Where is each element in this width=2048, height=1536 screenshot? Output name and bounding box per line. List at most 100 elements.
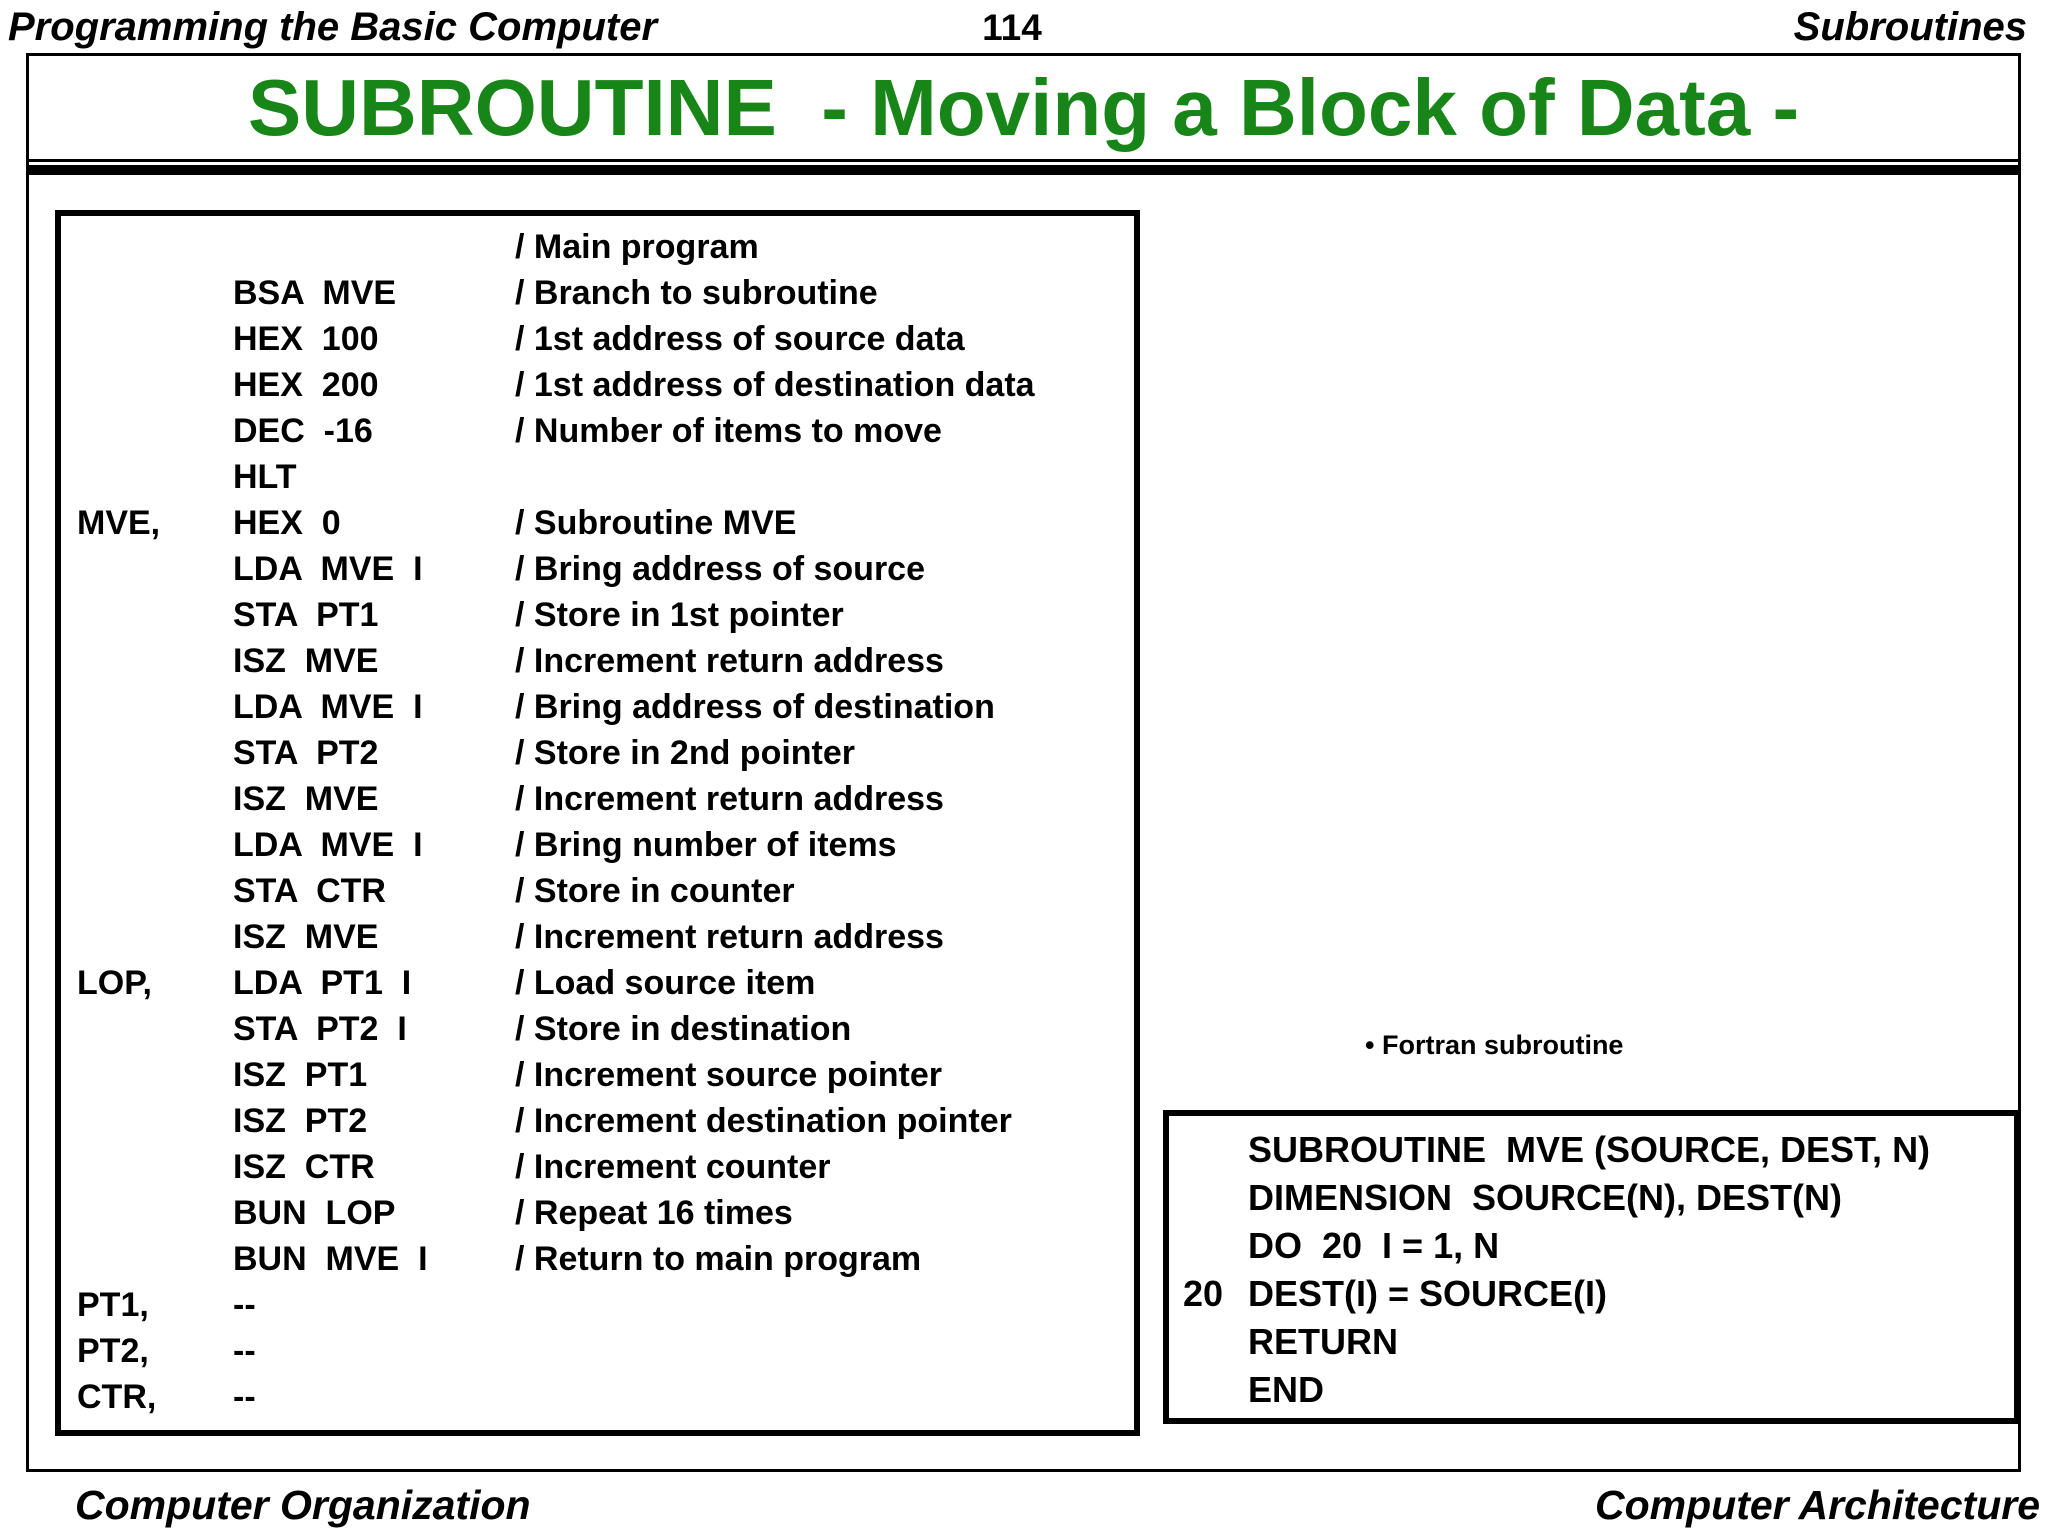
code-comment: [515, 454, 1134, 500]
code-label: [77, 1236, 233, 1282]
code-comment: [515, 1374, 1134, 1420]
code-row: BSA MVE / Branch to subroutine: [77, 270, 1134, 316]
code-comment: / Subroutine MVE: [515, 504, 797, 542]
code-label: [77, 1144, 233, 1190]
fortran-statement: DO 20 I = 1, N: [1248, 1225, 1500, 1266]
code-comment: / Bring address of destination: [515, 688, 995, 726]
fortran-row: 20 DEST(I) = SOURCE(I): [1183, 1270, 2014, 1318]
code-instruction: DEC -16: [233, 412, 373, 450]
code-row: DEC -16 / Number of items to move: [77, 408, 1134, 454]
code-comment: / Store in 1st pointer: [515, 596, 844, 634]
code-label: [77, 270, 233, 316]
header-right-label: Subroutines: [1793, 5, 2027, 49]
code-instruction: --: [233, 1332, 256, 1370]
code-comment: / 1st address of source data: [515, 320, 965, 358]
code-instruction: ISZ CTR: [233, 1148, 375, 1186]
code-label: PT2,: [77, 1332, 149, 1370]
code-instruction: LDA PT1 I: [233, 964, 412, 1002]
code-comment: / Repeat 16 times: [515, 1194, 793, 1232]
code-label: [77, 638, 233, 684]
code-instruction: BUN LOP: [233, 1194, 396, 1232]
code-label: [77, 592, 233, 638]
title-section: SUBROUTINE - Moving a Block of Data -: [29, 56, 2018, 162]
code-instruction: HEX 200: [233, 366, 379, 404]
code-instruction: [233, 224, 515, 270]
code-row: STA CTR / Store in counter: [77, 868, 1134, 914]
code-row: BUN LOP / Repeat 16 times: [77, 1190, 1134, 1236]
code-comment: / Bring address of source: [515, 550, 925, 588]
code-instruction: BUN MVE I: [233, 1240, 428, 1278]
fortran-row: DO 20 I = 1, N: [1183, 1222, 2014, 1270]
code-comment: / Store in 2nd pointer: [515, 734, 856, 772]
code-label: [77, 776, 233, 822]
code-instruction: LDA MVE I: [233, 688, 423, 726]
fortran-row: DIMENSION SOURCE(N), DEST(N): [1183, 1174, 2014, 1222]
code-row: HEX 200 / 1st address of destination dat…: [77, 362, 1134, 408]
code-row: BUN MVE I / Return to main program: [77, 1236, 1134, 1282]
code-label: [77, 316, 233, 362]
code-instruction: HLT: [233, 458, 297, 496]
code-row: LDA MVE I / Bring number of items: [77, 822, 1134, 868]
fortran-bullet-label: • Fortran subroutine: [1365, 1030, 1624, 1060]
fortran-statement-number: [1183, 1174, 1248, 1222]
code-row: ISZ MVE / Increment return address: [77, 638, 1134, 684]
code-comment: / Increment destination pointer: [515, 1102, 1012, 1140]
code-label: [77, 362, 233, 408]
fortran-statement: END: [1248, 1369, 1325, 1410]
code-comment: / Increment return address: [515, 642, 944, 680]
code-comment: / Bring number of items: [515, 826, 897, 864]
code-label: [77, 1098, 233, 1144]
header-left-label: Programming the Basic Computer: [8, 5, 658, 49]
code-instruction: LDA MVE I: [233, 826, 423, 864]
fortran-row: SUBROUTINE MVE (SOURCE, DEST, N): [1183, 1126, 2014, 1174]
code-row: STA PT2 I / Store in destination: [77, 1006, 1134, 1052]
code-comment: / Main program: [515, 228, 759, 266]
code-row: LOP, LDA PT1 I / Load source item: [77, 960, 1134, 1006]
code-comment: / Increment counter: [515, 1148, 831, 1186]
code-row: ISZ PT1 / Increment source pointer: [77, 1052, 1134, 1098]
code-label: [77, 684, 233, 730]
code-row: CTR, --: [77, 1374, 1134, 1420]
page-title: SUBROUTINE - Moving a Block of Data -: [247, 62, 1800, 152]
code-comment: / Increment source pointer: [515, 1056, 942, 1094]
code-row: ISZ PT2 / Increment destination pointer: [77, 1098, 1134, 1144]
code-row: ISZ MVE / Increment return address: [77, 914, 1134, 960]
code-row: HLT: [77, 454, 1134, 500]
code-row: PT2, --: [77, 1328, 1134, 1374]
code-label: [77, 1190, 233, 1236]
code-label: [77, 546, 233, 592]
code-instruction: HEX 100: [233, 320, 379, 358]
code-comment: [515, 1282, 1134, 1328]
code-comment: / Increment return address: [515, 780, 944, 818]
code-comment: / Branch to subroutine: [515, 274, 878, 312]
code-label: [77, 730, 233, 776]
fortran-row: RETURN: [1183, 1318, 2014, 1366]
fortran-statement-number: [1183, 1126, 1248, 1174]
code-instruction: STA PT2: [233, 734, 379, 772]
code-label: [77, 1006, 233, 1052]
fortran-statement: DEST(I) = SOURCE(I): [1248, 1273, 1608, 1314]
code-instruction: ISZ PT2: [233, 1102, 368, 1140]
code-comment: / Number of items to move: [515, 412, 942, 450]
code-label: PT1,: [77, 1286, 149, 1324]
assembly-code-box: / Main program BSA MVE / Branch to subro…: [55, 210, 1140, 1436]
fortran-statement: SUBROUTINE MVE (SOURCE, DEST, N): [1248, 1129, 1931, 1170]
code-row: STA PT2 / Store in 2nd pointer: [77, 730, 1134, 776]
title-divider-bar: [29, 165, 2018, 175]
code-row: ISZ MVE / Increment return address: [77, 776, 1134, 822]
fortran-code-box: SUBROUTINE MVE (SOURCE, DEST, N) DIMENSI…: [1163, 1110, 2020, 1424]
code-comment: / Increment return address: [515, 918, 944, 956]
code-instruction: --: [233, 1286, 256, 1324]
code-label: [77, 224, 233, 270]
page-number: 114: [982, 7, 1042, 48]
fortran-statement-number: [1183, 1222, 1248, 1270]
code-instruction: ISZ PT1: [233, 1056, 368, 1094]
code-row: LDA MVE I / Bring address of destination: [77, 684, 1134, 730]
code-comment: / Store in counter: [515, 872, 795, 910]
code-row: / Main program: [77, 224, 1134, 270]
code-instruction: ISZ MVE: [233, 918, 379, 956]
code-comment: [515, 1328, 1134, 1374]
code-instruction: STA CTR: [233, 872, 386, 910]
code-label: LOP,: [77, 964, 152, 1002]
fortran-row: END: [1183, 1366, 2014, 1414]
